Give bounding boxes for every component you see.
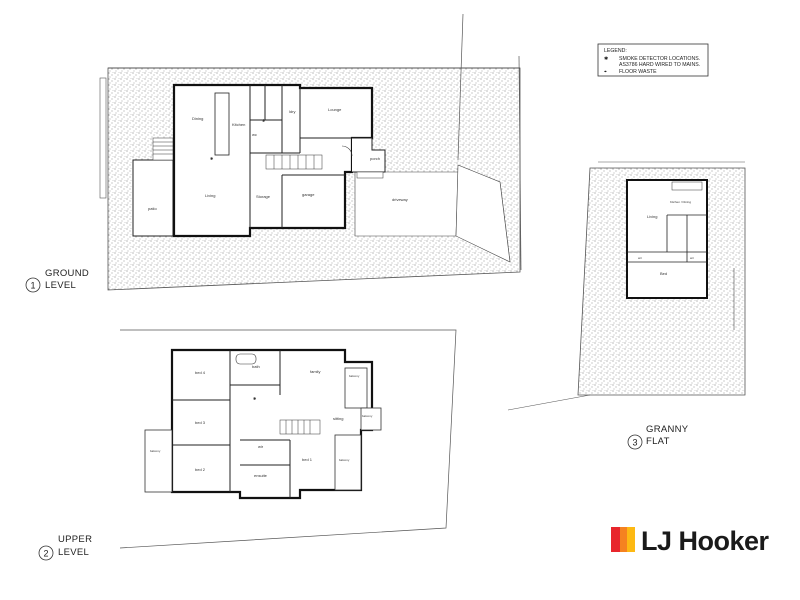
ground-wc-label: wc bbox=[252, 132, 257, 137]
granny-kitchen-dining-label: Kitchen / Dining bbox=[670, 200, 691, 204]
ground-level-plan: ✱ ✱ Dining Kitchen Living Lounge Storage… bbox=[99, 13, 522, 291]
upper-level-title: 2 UPPER LEVEL bbox=[38, 534, 92, 561]
legend-title: LEGEND: bbox=[604, 48, 627, 54]
logo-bar-orange bbox=[620, 527, 628, 552]
ground-laundry-label: ldry bbox=[289, 109, 295, 114]
granny-number: 3 bbox=[633, 438, 638, 448]
upper-balcony-left-label: balcony bbox=[150, 449, 161, 453]
granny-line1: GRANNY bbox=[646, 424, 689, 435]
upper-level-number: 2 bbox=[44, 549, 49, 559]
lj-hooker-logo: LJ Hooker bbox=[611, 526, 770, 556]
upper-level-line1: UPPER bbox=[58, 534, 92, 545]
legend-item-1: SMOKE DETECTOR LOCATIONS. bbox=[619, 56, 700, 62]
ground-level-title: 1 GROUND LEVEL bbox=[25, 268, 89, 293]
ground-garage-label: garage bbox=[302, 192, 315, 197]
upper-family-label: family bbox=[310, 369, 320, 374]
ground-level-number: 1 bbox=[31, 281, 36, 291]
ground-porch-label: porch bbox=[370, 156, 380, 161]
floor-waste-icon: ⌖ bbox=[604, 69, 607, 75]
granny-living-label: Living bbox=[647, 214, 657, 219]
upper-level-line2: LEVEL bbox=[58, 547, 89, 558]
upper-wir-label: wir bbox=[258, 444, 264, 449]
svg-text:✱: ✱ bbox=[253, 396, 257, 401]
legend-item-2: AS3786 HARD WIRED TO MAINS. bbox=[619, 62, 700, 68]
upper-bath-label: bath bbox=[252, 364, 260, 369]
legend-item-3: FLOOR WASTE bbox=[619, 69, 657, 75]
granny-bed-label: Bed bbox=[660, 271, 667, 276]
upper-balcony-right-label: balcony bbox=[362, 414, 373, 418]
upper-bed1-label: bed 1 bbox=[302, 457, 313, 462]
upper-balcony-top-label: balcony bbox=[349, 374, 360, 378]
upper-ensuite-label: ensuite bbox=[254, 473, 268, 478]
svg-text:✱: ✱ bbox=[210, 156, 214, 161]
ground-patio-label: patio bbox=[148, 206, 157, 211]
upper-level-plan: ✱ bed 4 bed 3 bed 2 bath family sitting … bbox=[119, 329, 457, 549]
granny-flat-plan: Kitchen / Dining Living Bed wir wir bbox=[507, 161, 746, 411]
granny-flat-title: 3 GRANNY FLAT bbox=[627, 424, 689, 450]
upper-bed4-label: bed 4 bbox=[195, 370, 206, 375]
ground-kitchen-label: Kitchen bbox=[232, 122, 245, 127]
smoke-detector-icon: ✱ bbox=[604, 56, 608, 62]
brand-name: LJ Hooker bbox=[641, 526, 770, 556]
ground-level-line2: LEVEL bbox=[45, 280, 76, 291]
ground-lounge-label: Lounge bbox=[328, 107, 342, 112]
legend: LEGEND: ✱ SMOKE DETECTOR LOCATIONS. AS37… bbox=[597, 43, 709, 77]
ground-level-line1: GROUND bbox=[45, 268, 89, 279]
granny-line2: FLAT bbox=[646, 436, 670, 447]
upper-balcony-bottom-label: balcony bbox=[339, 458, 350, 462]
granny-wir2-label: wir bbox=[690, 256, 694, 260]
upper-bed3-label: bed 3 bbox=[195, 420, 206, 425]
ground-driveway-label: driveway bbox=[392, 197, 408, 202]
logo-bar-yellow bbox=[627, 527, 635, 552]
ground-dining-label: Dining bbox=[192, 116, 203, 121]
ground-storage-label: Storage bbox=[256, 194, 271, 199]
granny-wir1-label: wir bbox=[638, 256, 642, 260]
upper-bed2-label: bed 2 bbox=[195, 467, 206, 472]
svg-text:✱: ✱ bbox=[262, 118, 266, 123]
upper-sitting-label: sitting bbox=[333, 416, 343, 421]
logo-bar-red bbox=[611, 527, 621, 552]
ground-living-label: Living bbox=[205, 193, 215, 198]
